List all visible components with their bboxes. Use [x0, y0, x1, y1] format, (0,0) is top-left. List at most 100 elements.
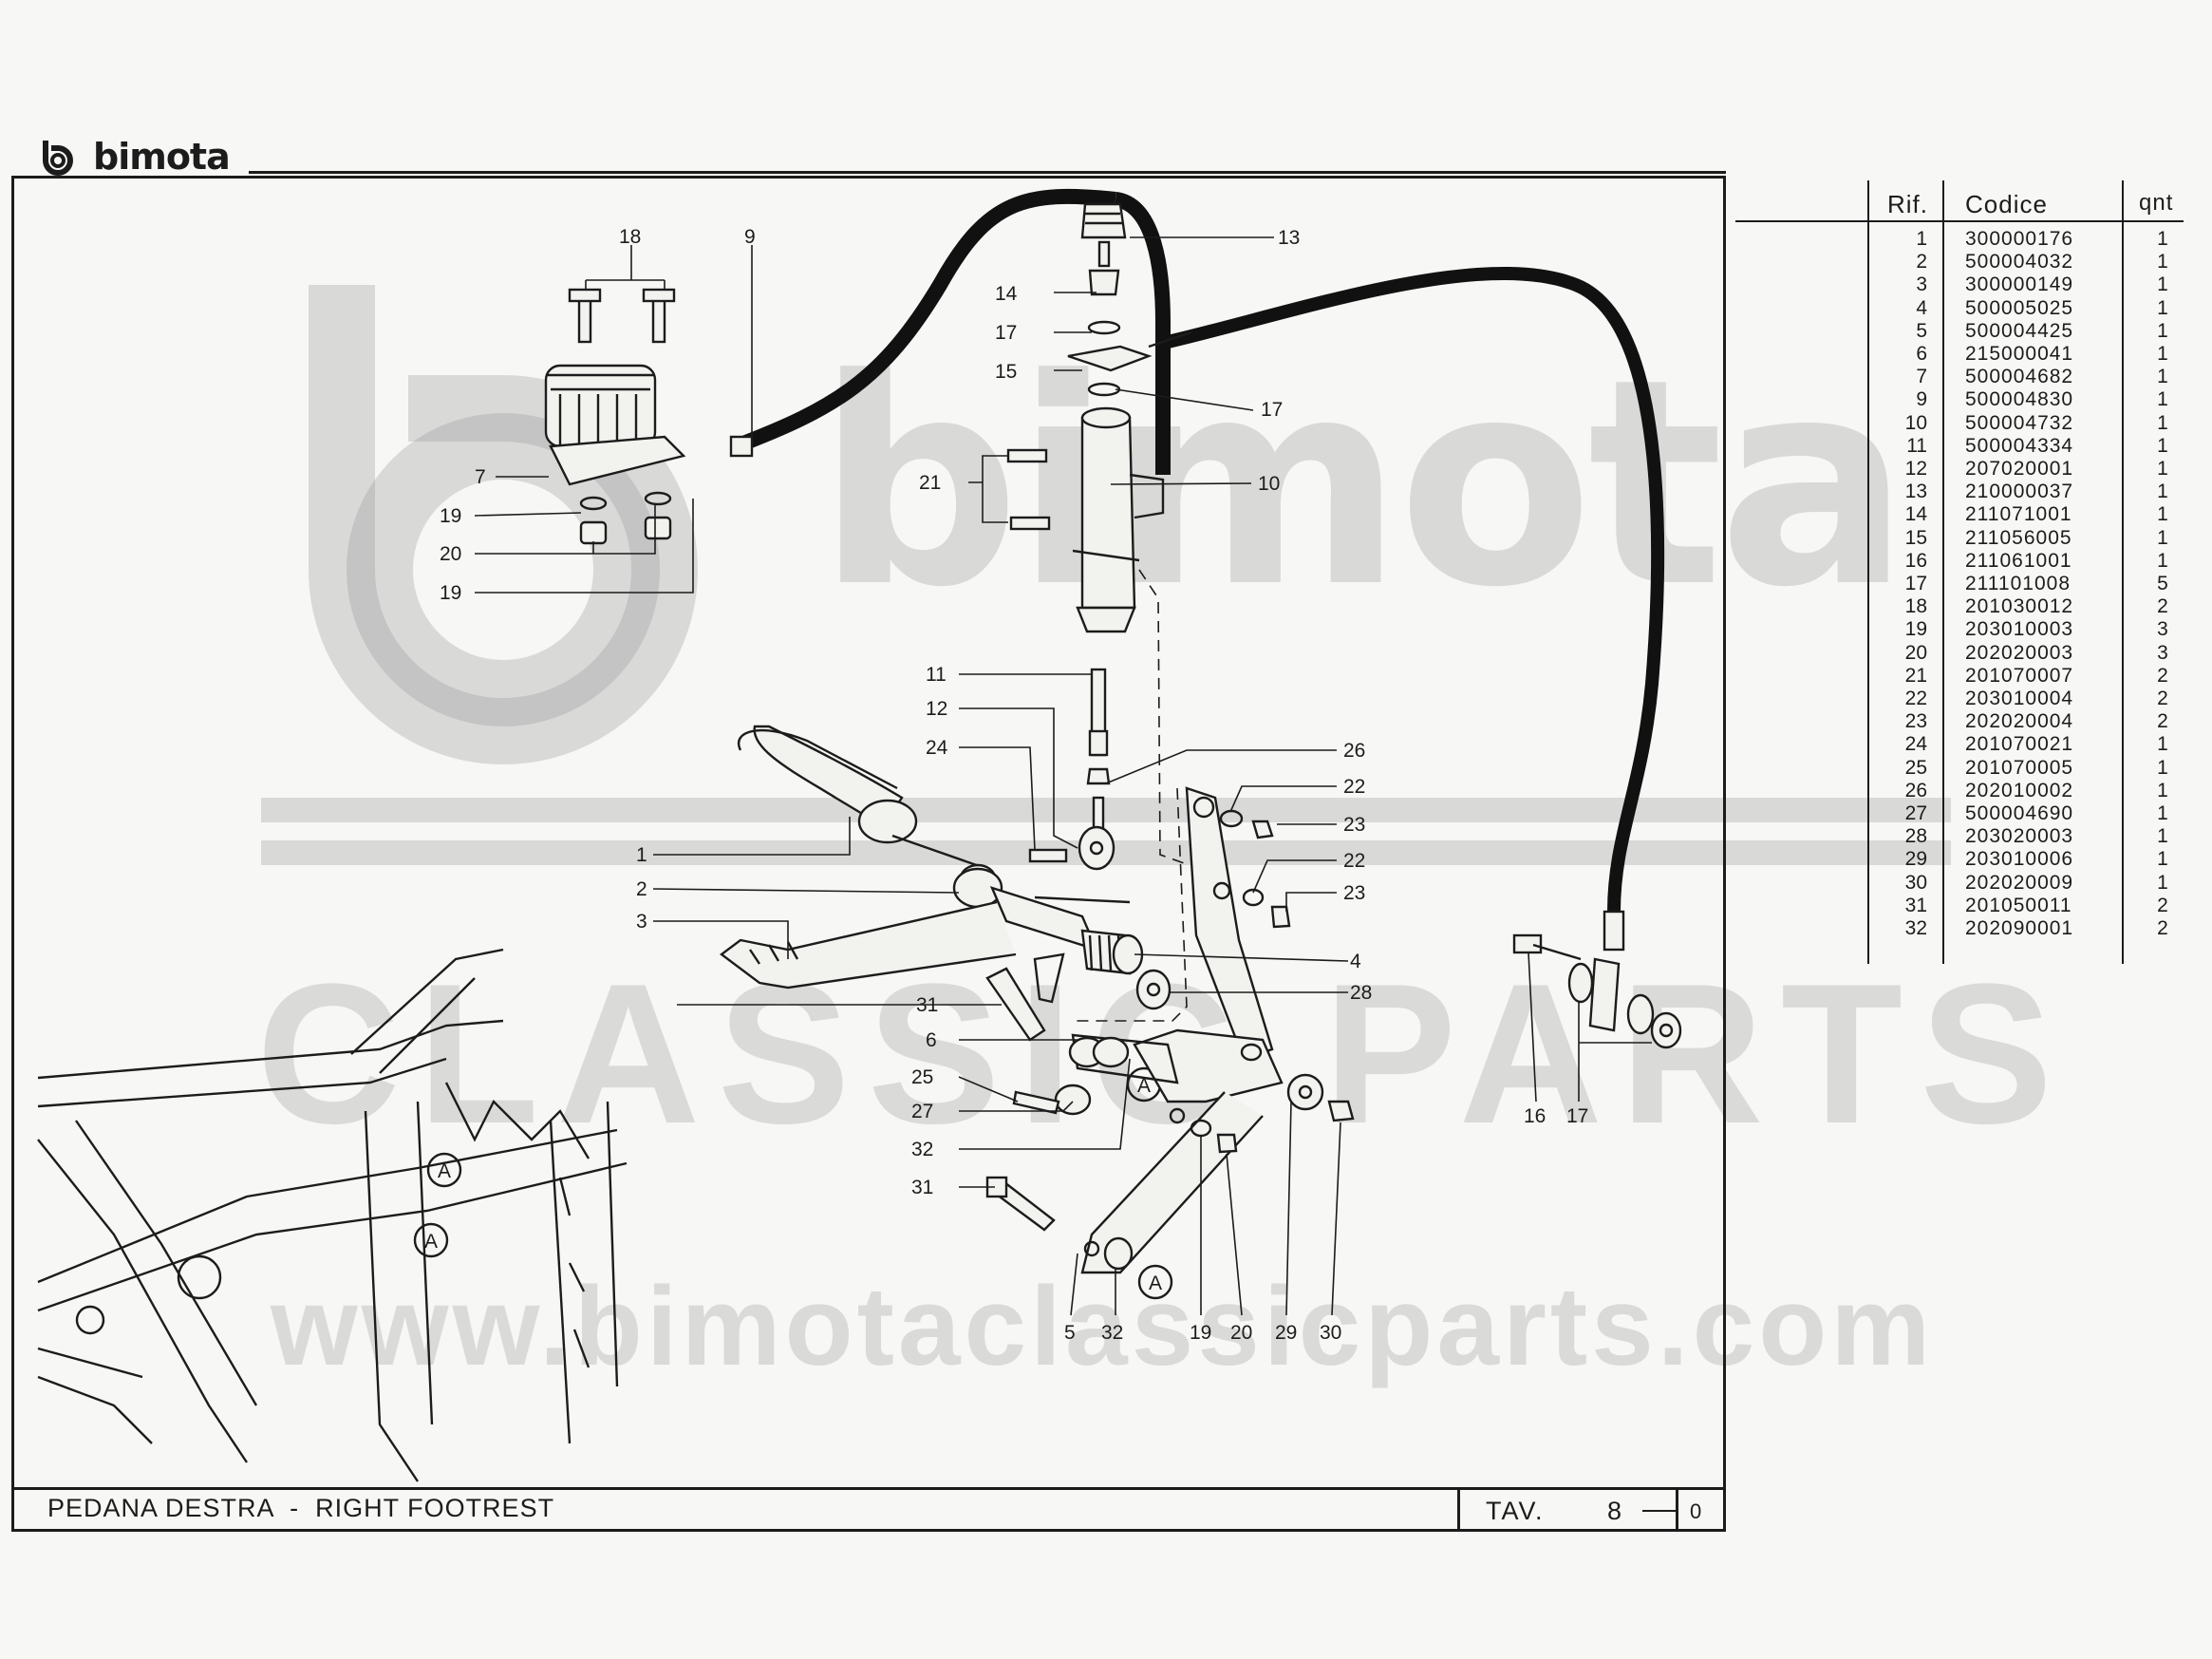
cell-rif: 31	[1904, 894, 1927, 916]
cell-codice: 201050011	[1965, 894, 2072, 916]
cell-qnt: 1	[2157, 228, 2168, 250]
table-row: 6 215000041 1	[1870, 343, 2184, 366]
sheet-number: 8	[1607, 1497, 1622, 1525]
brake-hose-reservoir	[729, 188, 1171, 475]
cell-codice: 500004690	[1965, 802, 2074, 824]
cell-qnt: 1	[2157, 411, 2168, 434]
cell-rif: 1	[1916, 228, 1927, 250]
sheet-box	[1457, 1490, 1642, 1531]
cell-rif: 14	[1904, 503, 1927, 526]
callout-1: 1	[636, 844, 647, 866]
frame-sketch	[37, 948, 628, 1482]
callout-labels: 18 9 13 14 17 15 17 10 21 7 19 20 19 11 …	[440, 226, 1588, 1344]
cell-qnt: 1	[2157, 319, 2168, 342]
brand-name: bimota	[93, 136, 231, 178]
cell-rif: 13	[1904, 481, 1927, 503]
callout-20: 20	[440, 543, 461, 565]
footrest-peg	[738, 725, 997, 894]
cell-rif: 6	[1916, 343, 1927, 365]
cell-rif: 22	[1904, 688, 1927, 709]
cell-qnt: 2	[2157, 664, 2168, 687]
cell-codice: 500005025	[1965, 296, 2074, 319]
callout-5: 5	[1064, 1322, 1076, 1344]
brake-hose-caliper	[1148, 267, 1665, 952]
cell-rif: 19	[1904, 618, 1927, 641]
cell-codice: 203010003	[1965, 618, 2074, 641]
cell-codice: 211071001	[1965, 503, 2072, 526]
cell-rif: 9	[1916, 388, 1927, 411]
drawing-title: PEDANA DESTRA - RIGHT FOOTREST	[47, 1494, 555, 1522]
cell-codice: 215000041	[1965, 343, 2074, 365]
cell-codice: 203020003	[1965, 825, 2074, 848]
cell-rif: 4	[1916, 296, 1927, 319]
bimota-logo-icon	[43, 141, 73, 176]
cell-codice: 210000037	[1965, 481, 2074, 503]
cell-codice: 201070007	[1965, 664, 2074, 687]
callout-10: 10	[1258, 473, 1280, 495]
cell-qnt: 2	[2157, 595, 2168, 618]
callout-32: 32	[911, 1139, 933, 1160]
assembly-centerlines	[1073, 569, 1188, 1022]
callout-14: 14	[995, 283, 1018, 305]
cell-rif: 29	[1904, 848, 1927, 871]
callout-7: 7	[475, 466, 486, 488]
callout-27: 27	[911, 1101, 933, 1122]
callout-31: 31	[911, 1177, 933, 1198]
cell-qnt: 3	[2157, 618, 2168, 641]
cell-rif: 32	[1904, 917, 1927, 939]
svg-text:A: A	[1149, 1273, 1162, 1294]
cell-codice: 300000149	[1965, 273, 2074, 296]
callout-17: 17	[995, 322, 1017, 344]
cell-rif: 28	[1904, 825, 1927, 848]
push-rod-assembly	[1028, 668, 1115, 871]
cell-codice: 500004830	[1965, 388, 2074, 411]
cell-codice: 201070021	[1965, 733, 2074, 756]
cell-qnt: 1	[2157, 825, 2168, 848]
reference-marker	[426, 1152, 462, 1188]
cell-codice: 202090001	[1965, 917, 2074, 939]
cell-codice: 211056005	[1965, 526, 2072, 549]
cell-qnt: 2	[2157, 688, 2168, 709]
cell-codice: 207020001	[1965, 458, 2074, 480]
svg-text:A: A	[438, 1160, 451, 1182]
cell-codice: 202010002	[1965, 779, 2074, 801]
cell-qnt: 1	[2157, 343, 2168, 365]
svg-text:A: A	[1137, 1075, 1151, 1097]
callout-16: 16	[1524, 1105, 1546, 1127]
cell-rif: 18	[1904, 595, 1927, 618]
cell-rif: 11	[1906, 434, 1927, 457]
callout-13: 13	[1278, 227, 1300, 249]
callout-6: 6	[926, 1029, 937, 1051]
cell-rif: 12	[1904, 458, 1927, 480]
cell-codice: 500004032	[1965, 251, 2074, 273]
reference-marker	[1137, 1264, 1173, 1300]
table-connector-rule	[1735, 220, 1870, 222]
watermark-wordmark: bimota	[816, 318, 1910, 650]
cell-codice: 211101008	[1965, 573, 2071, 594]
drawing-frame	[11, 176, 1726, 1532]
cell-qnt: 1	[2157, 526, 2168, 549]
svg-text:A: A	[424, 1231, 438, 1253]
callout-26: 26	[1343, 740, 1365, 762]
table-row: 32 202090001 2	[1870, 917, 2184, 940]
revision-box	[1676, 1490, 1726, 1531]
brand-logo: bimota	[40, 133, 231, 180]
table-row: 28 203020003 1	[1870, 825, 2184, 848]
cell-qnt: 2	[2157, 917, 2168, 939]
